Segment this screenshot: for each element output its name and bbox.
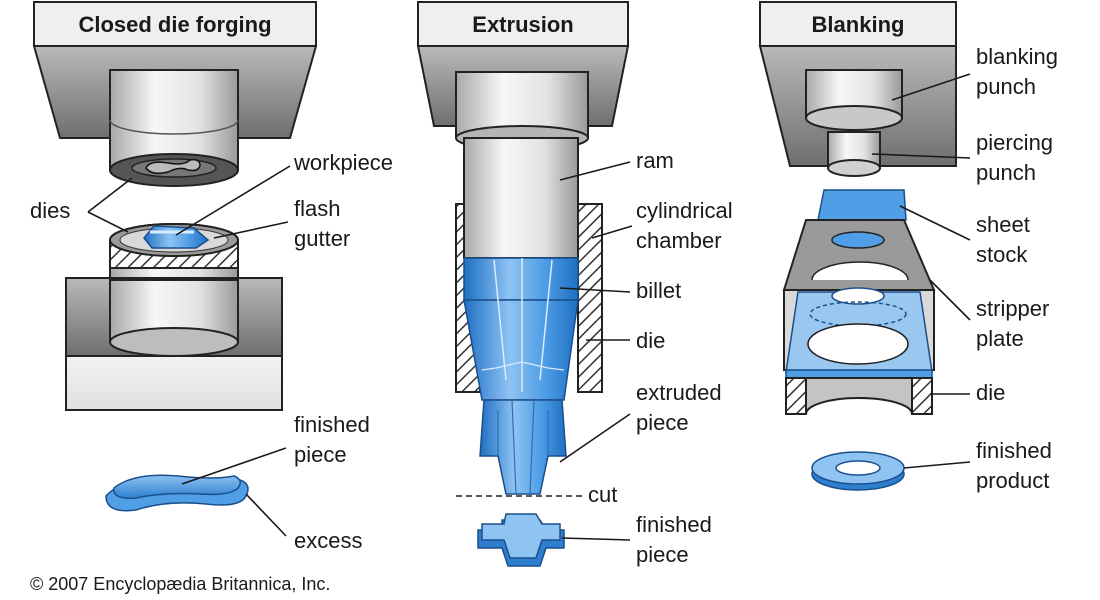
- label-piercing: piercing: [976, 130, 1053, 155]
- blanking-punch: [805, 69, 903, 131]
- label-blanking-finished: finished: [976, 438, 1052, 463]
- label-blanking-die: die: [976, 380, 1005, 405]
- blanking-punch-leader: [891, 73, 971, 101]
- label-piercing-punch: punch: [976, 160, 1036, 185]
- label-dies: dies: [30, 198, 70, 223]
- chamber-leader: [591, 225, 633, 239]
- finished-product-leader: [903, 461, 971, 469]
- forging-panel: Closed die forging: [30, 1, 393, 553]
- label-stock: stock: [976, 242, 1028, 267]
- extrusion-panel: Extrusion: [416, 1, 733, 567]
- forging-workpiece: [143, 225, 210, 249]
- piercing-punch: [827, 131, 881, 177]
- stripper-plate-leader: [929, 279, 971, 321]
- label-ram: ram: [636, 148, 674, 173]
- label-forging-finished: finished: [294, 412, 370, 437]
- label-plate: plate: [976, 326, 1024, 351]
- blanking-panel: Blanking: [758, 1, 1058, 493]
- label-blanking-punch: punch: [976, 74, 1036, 99]
- label-workpiece: workpiece: [293, 150, 393, 175]
- extrusion-finished-leader: [561, 537, 631, 541]
- extruded-piece: [479, 399, 567, 495]
- label-stripper: stripper: [976, 296, 1049, 321]
- label-extrusion-piece: piece: [636, 542, 689, 567]
- label-blanking: blanking: [976, 44, 1058, 69]
- forging-base: [65, 277, 283, 411]
- copyright-notice: © 2007 Encyclopædia Britannica, Inc.: [30, 574, 330, 594]
- label-product: product: [976, 468, 1049, 493]
- label-extruded: extruded: [636, 380, 722, 405]
- label-extrusion-die: die: [636, 328, 665, 353]
- billet: [463, 257, 579, 401]
- label-cylindrical: cylindrical: [636, 198, 733, 223]
- label-sheet: sheet: [976, 212, 1030, 237]
- label-extruded-piece: piece: [636, 410, 689, 435]
- sheet-stock: [817, 189, 907, 221]
- flash-gutter-leader: [213, 221, 289, 239]
- label-flash: flash: [294, 196, 340, 221]
- extrusion-title: Extrusion: [472, 12, 573, 37]
- dies-leader-upper: [87, 177, 133, 213]
- label-excess: excess: [294, 528, 362, 553]
- workpiece-leader: [175, 165, 291, 236]
- dies-leader-lower: [87, 211, 129, 233]
- piercing-punch-leader: [871, 153, 971, 159]
- sheet-stock-leader: [899, 205, 971, 241]
- blanking-die: [785, 377, 933, 415]
- extrusion-finished-piece: [477, 513, 565, 567]
- extruded-leader: [559, 413, 631, 463]
- blank-sheet-section: [785, 287, 933, 379]
- forging-title: Closed die forging: [78, 12, 271, 37]
- finished-piece-leader: [181, 447, 287, 485]
- billet-leader: [559, 287, 631, 293]
- label-forging-piece: piece: [294, 442, 347, 467]
- label-billet: billet: [636, 278, 681, 303]
- label-gutter: gutter: [294, 226, 350, 251]
- ram-leader: [559, 161, 631, 181]
- label-extrusion-finished: finished: [636, 512, 712, 537]
- upper-die: [109, 69, 239, 187]
- blanking-title: Blanking: [812, 12, 905, 37]
- forging-finished-piece: [105, 474, 249, 512]
- label-cut: cut: [588, 482, 617, 507]
- ram: [455, 71, 589, 259]
- excess-leader: [245, 493, 287, 537]
- finished-product: [811, 451, 905, 491]
- label-chamber: chamber: [636, 228, 722, 253]
